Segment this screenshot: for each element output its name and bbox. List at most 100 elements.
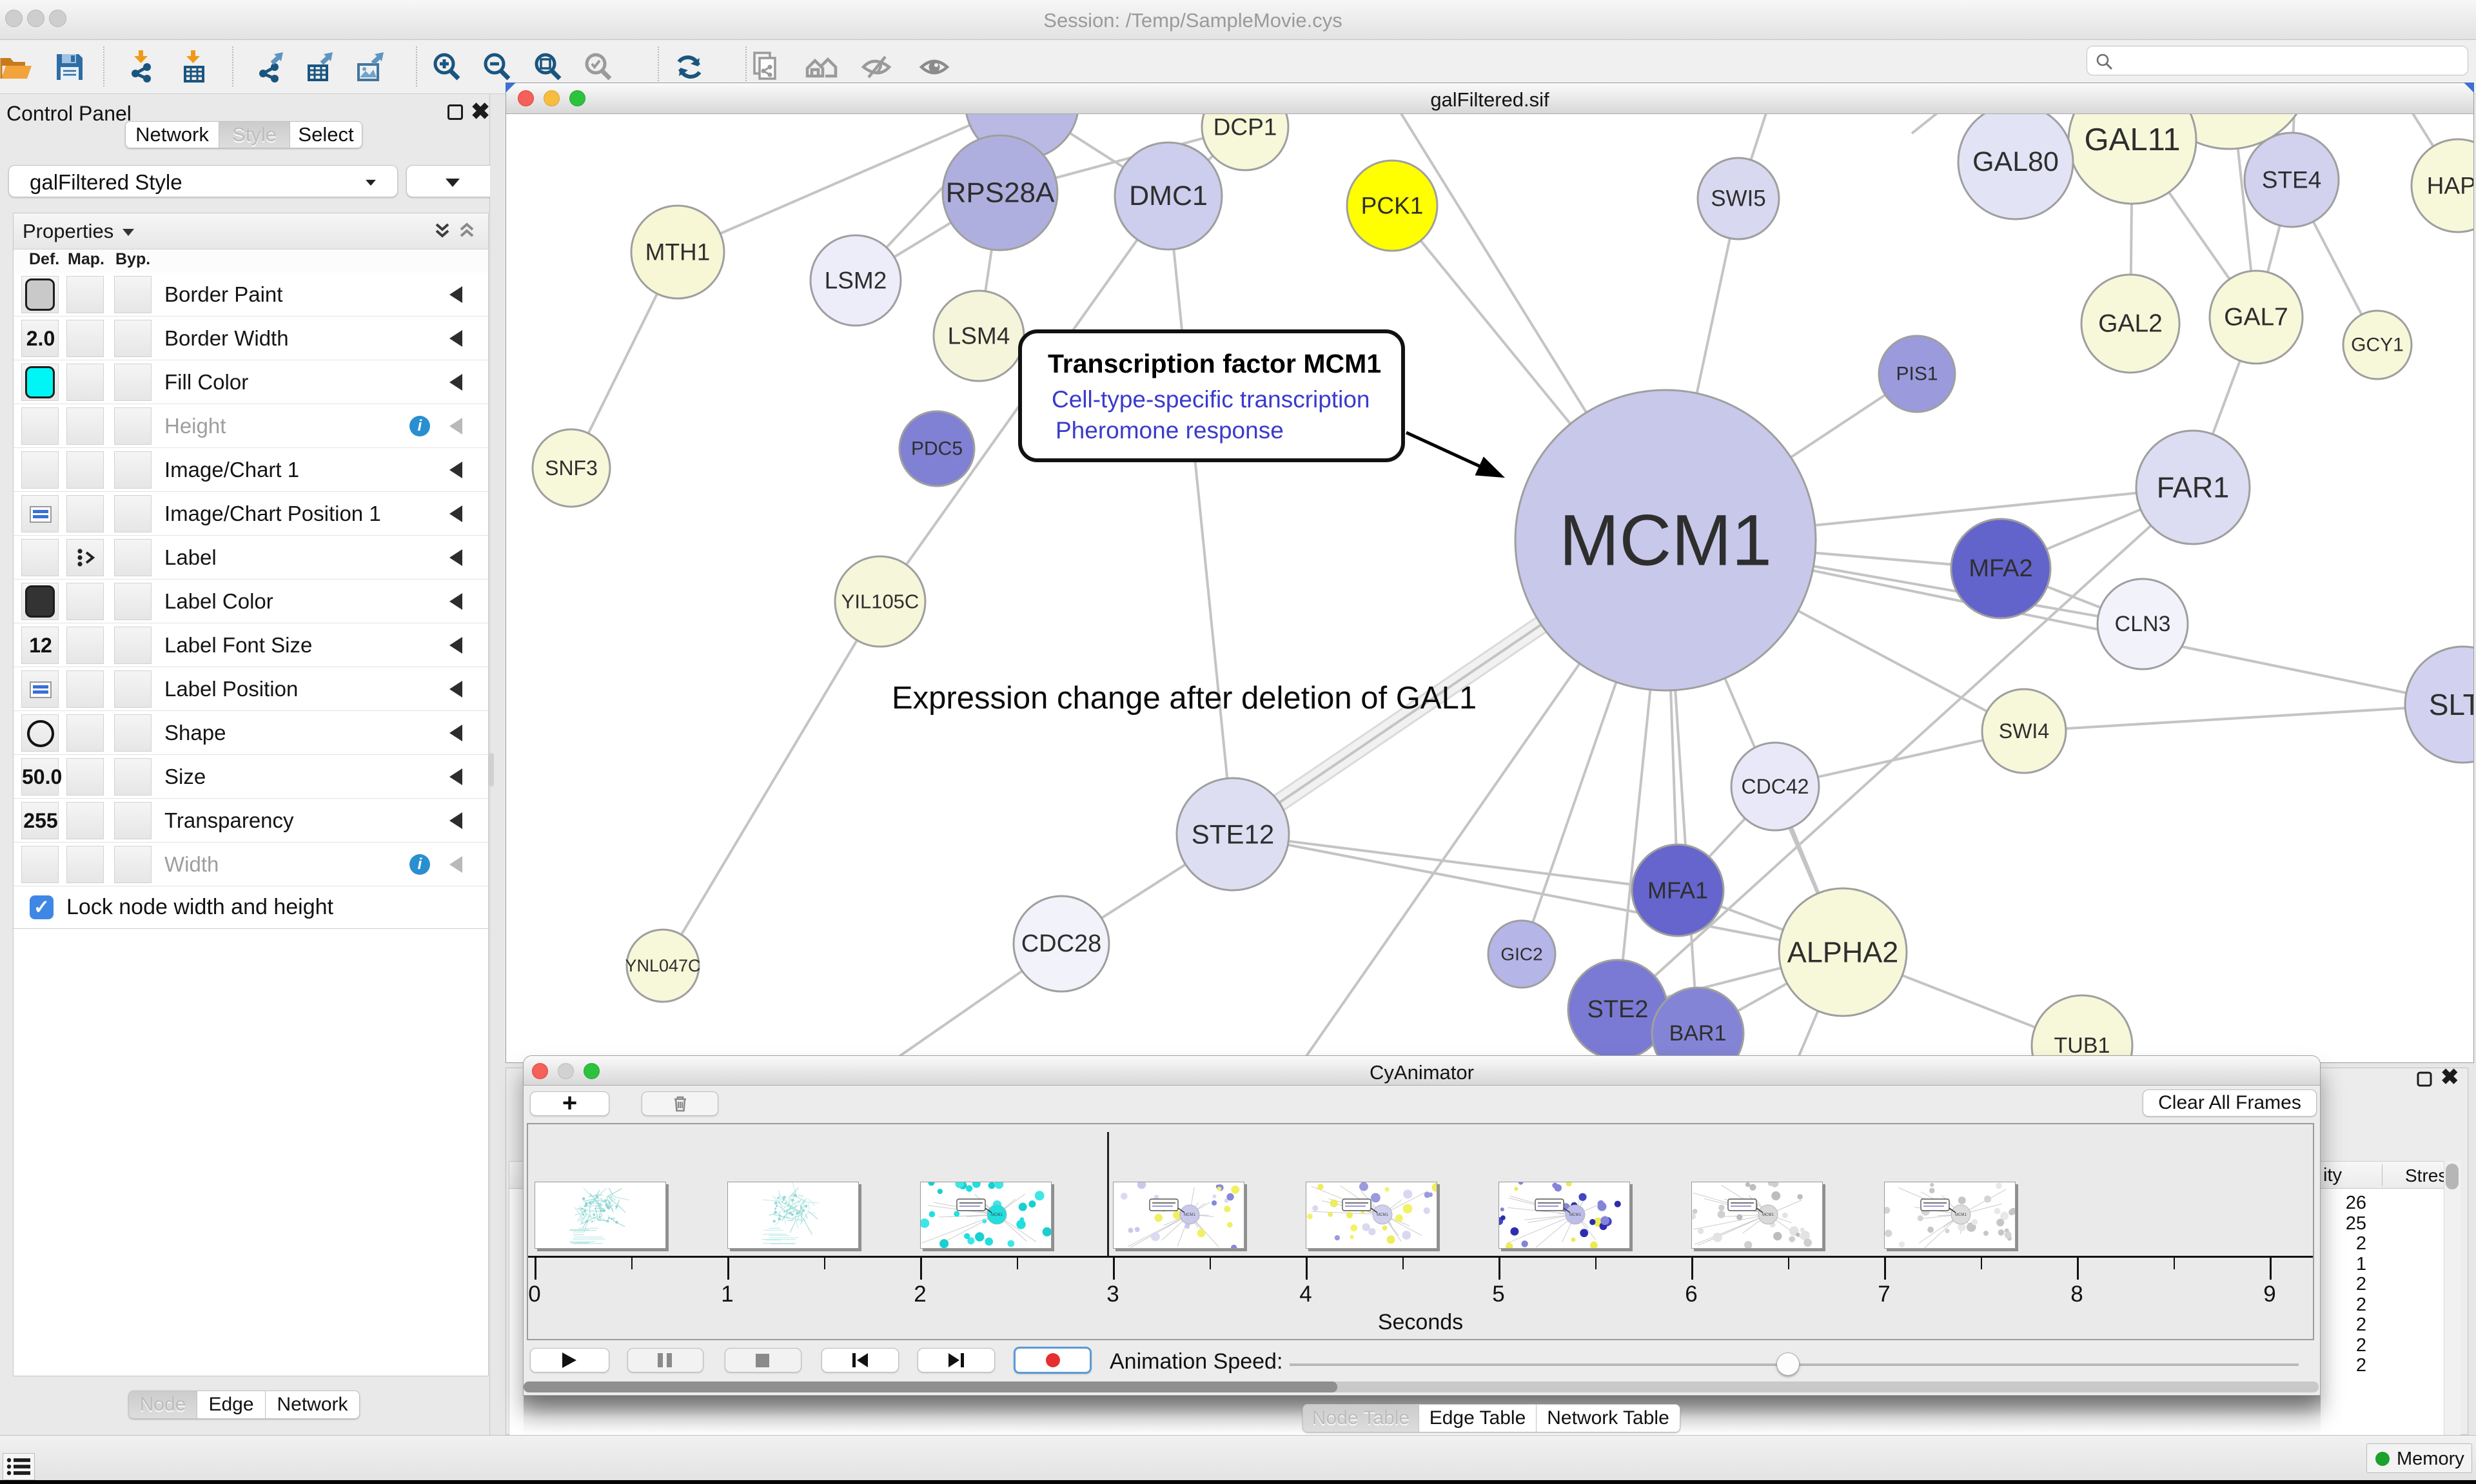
property-row-border-paint[interactable]: Border Paint — [14, 273, 488, 317]
node-circle[interactable] — [809, 234, 902, 327]
default-value-cell[interactable] — [21, 451, 59, 489]
expand-row-arrow-icon[interactable] — [449, 768, 462, 785]
apply-layout-icon[interactable] — [671, 49, 707, 85]
node-circle[interactable] — [1114, 141, 1223, 251]
mapping-cell[interactable] — [66, 802, 104, 839]
node-MCM1[interactable]: MCM1 — [1514, 389, 1817, 692]
hide-details-icon[interactable] — [858, 49, 894, 85]
node-SNF3[interactable]: SNF3 — [531, 428, 611, 508]
delete-frame-button[interactable] — [642, 1091, 718, 1116]
close-cyanimator-button[interactable] — [532, 1063, 548, 1079]
frame-thumbnail[interactable]: MCM1 — [919, 1179, 1052, 1249]
node-circle[interactable] — [1346, 159, 1439, 252]
edge-FAR1-STE2[interactable] — [1616, 486, 2194, 1011]
node-SLT2[interactable]: SLT2 — [2404, 645, 2473, 764]
node-circle[interactable] — [1012, 895, 1110, 993]
zoom-window-button[interactable] — [49, 10, 66, 27]
show-details-icon[interactable] — [916, 49, 952, 85]
node-circle[interactable] — [1981, 688, 2067, 774]
table-column-header[interactable]: ity — [2323, 1165, 2342, 1186]
node-YIL105C[interactable]: YIL105C — [834, 555, 927, 648]
node-circle[interactable] — [1878, 335, 1956, 413]
table-cell[interactable]: 2 — [2355, 1334, 2366, 1356]
table-column-header[interactable]: Stres — [2405, 1166, 2448, 1186]
node-LSM2[interactable]: LSM2 — [809, 234, 902, 327]
play-button[interactable] — [530, 1348, 609, 1372]
bypass-cell[interactable] — [114, 451, 152, 489]
default-value-cell[interactable]: 12 — [21, 627, 59, 664]
frame-thumbnail[interactable] — [727, 1182, 859, 1249]
table-scrollbar-thumb[interactable] — [2446, 1164, 2459, 1189]
style-select-dropdown[interactable]: galFiltered Style — [8, 165, 398, 197]
node-circle[interactable] — [2080, 273, 2181, 374]
close-view-button[interactable] — [518, 90, 534, 106]
node-circle[interactable] — [941, 134, 1059, 251]
network-window-titlebar[interactable]: galFiltered.sif — [506, 83, 2474, 114]
bypass-cell[interactable] — [114, 539, 152, 576]
node-YNL047C[interactable]: YNL047C — [625, 928, 701, 1003]
node-STE12[interactable]: STE12 — [1175, 777, 1290, 892]
property-row-fill-color[interactable]: Fill Color — [14, 360, 488, 404]
properties-header[interactable]: Properties — [14, 213, 488, 249]
clear-all-frames-button[interactable]: Clear All Frames — [2143, 1089, 2317, 1117]
node-circle[interactable] — [630, 204, 725, 300]
network-canvas[interactable]: RPS28BGAL11RPS28ADMC1DCP1PCK1MTH1LSM2LSM… — [506, 114, 2473, 1062]
edge-YIL105C-YNL047C[interactable] — [662, 600, 881, 967]
frame-thumbnail[interactable]: MCM1 — [1883, 1182, 2017, 1249]
float-panel-icon[interactable] — [2416, 1071, 2433, 1088]
node-circle[interactable] — [1696, 157, 1780, 240]
bypass-cell[interactable] — [114, 758, 152, 796]
node-circle[interactable] — [834, 555, 927, 648]
expand-row-arrow-icon[interactable] — [449, 462, 462, 478]
split-divider-handle[interactable] — [489, 753, 494, 786]
default-value-cell[interactable] — [21, 407, 59, 445]
tab-style[interactable]: Style — [219, 121, 290, 148]
callout-link[interactable]: Pheromone response — [1056, 417, 1284, 444]
edge-SWI4-SLT2[interactable] — [2023, 703, 2464, 732]
frame-thumbnail[interactable]: MCM1 — [1306, 1182, 1441, 1249]
mapping-cell[interactable] — [66, 583, 104, 620]
node-MFA1[interactable]: MFA1 — [1631, 843, 1725, 937]
show-panels-button[interactable] — [3, 1453, 35, 1480]
mapping-cell[interactable] — [66, 846, 104, 883]
bypass-cell[interactable] — [114, 714, 152, 752]
node-circle[interactable] — [1950, 518, 2052, 620]
node-GCY1[interactable]: GCY1 — [2342, 309, 2413, 380]
expand-row-arrow-icon[interactable] — [449, 812, 462, 829]
bypass-cell[interactable] — [114, 802, 152, 839]
node-CDC28[interactable]: CDC28 — [1012, 895, 1110, 993]
node-RPS28A[interactable]: RPS28A — [941, 134, 1059, 251]
node-ALPHA2[interactable]: ALPHA2 — [1778, 887, 1908, 1017]
skip-start-button[interactable] — [821, 1348, 899, 1372]
info-icon[interactable]: i — [409, 416, 430, 436]
export-image-icon[interactable] — [353, 49, 389, 85]
default-value-cell[interactable] — [21, 276, 59, 313]
node-SWI5[interactable]: SWI5 — [1696, 157, 1780, 240]
property-row-image-chart-position-1[interactable]: Image/Chart Position 1 — [14, 492, 488, 536]
open-file-icon[interactable] — [0, 49, 35, 85]
timeline-scrollbar-thumb[interactable] — [524, 1381, 1337, 1392]
node-MFA2[interactable]: MFA2 — [1950, 518, 2052, 620]
minimize-view-button[interactable] — [544, 90, 560, 106]
edge-MTH1-RPS28B[interactable] — [677, 114, 1022, 253]
node-circle[interactable] — [1514, 389, 1817, 692]
node-GAL80[interactable]: GAL80 — [1957, 114, 2074, 220]
default-value-cell[interactable]: 2.0 — [21, 320, 59, 357]
frame-thumbnail[interactable]: MCM1 — [1113, 1180, 1244, 1251]
node-STE2[interactable]: STE2 — [1567, 959, 1669, 1060]
node-annotation-callout[interactable]: Transcription factor MCM1 Cell-type-spec… — [1018, 329, 1405, 462]
tab-select[interactable]: Select — [290, 121, 362, 148]
node-CDC42[interactable]: CDC42 — [1730, 741, 1820, 832]
node-PIS1[interactable]: PIS1 — [1878, 335, 1956, 413]
node-LSM4[interactable]: LSM4 — [932, 289, 1025, 382]
expand-row-arrow-icon[interactable] — [449, 593, 462, 610]
close-panel-icon[interactable]: ✖ — [2441, 1065, 2459, 1089]
node-circle[interactable] — [2342, 309, 2413, 380]
node-circle[interactable] — [1957, 114, 2074, 220]
zoom-in-icon[interactable] — [429, 49, 465, 85]
node-STE4[interactable]: STE4 — [2243, 132, 2340, 228]
mapping-cell[interactable] — [66, 758, 104, 796]
expand-row-arrow-icon[interactable] — [449, 856, 462, 873]
